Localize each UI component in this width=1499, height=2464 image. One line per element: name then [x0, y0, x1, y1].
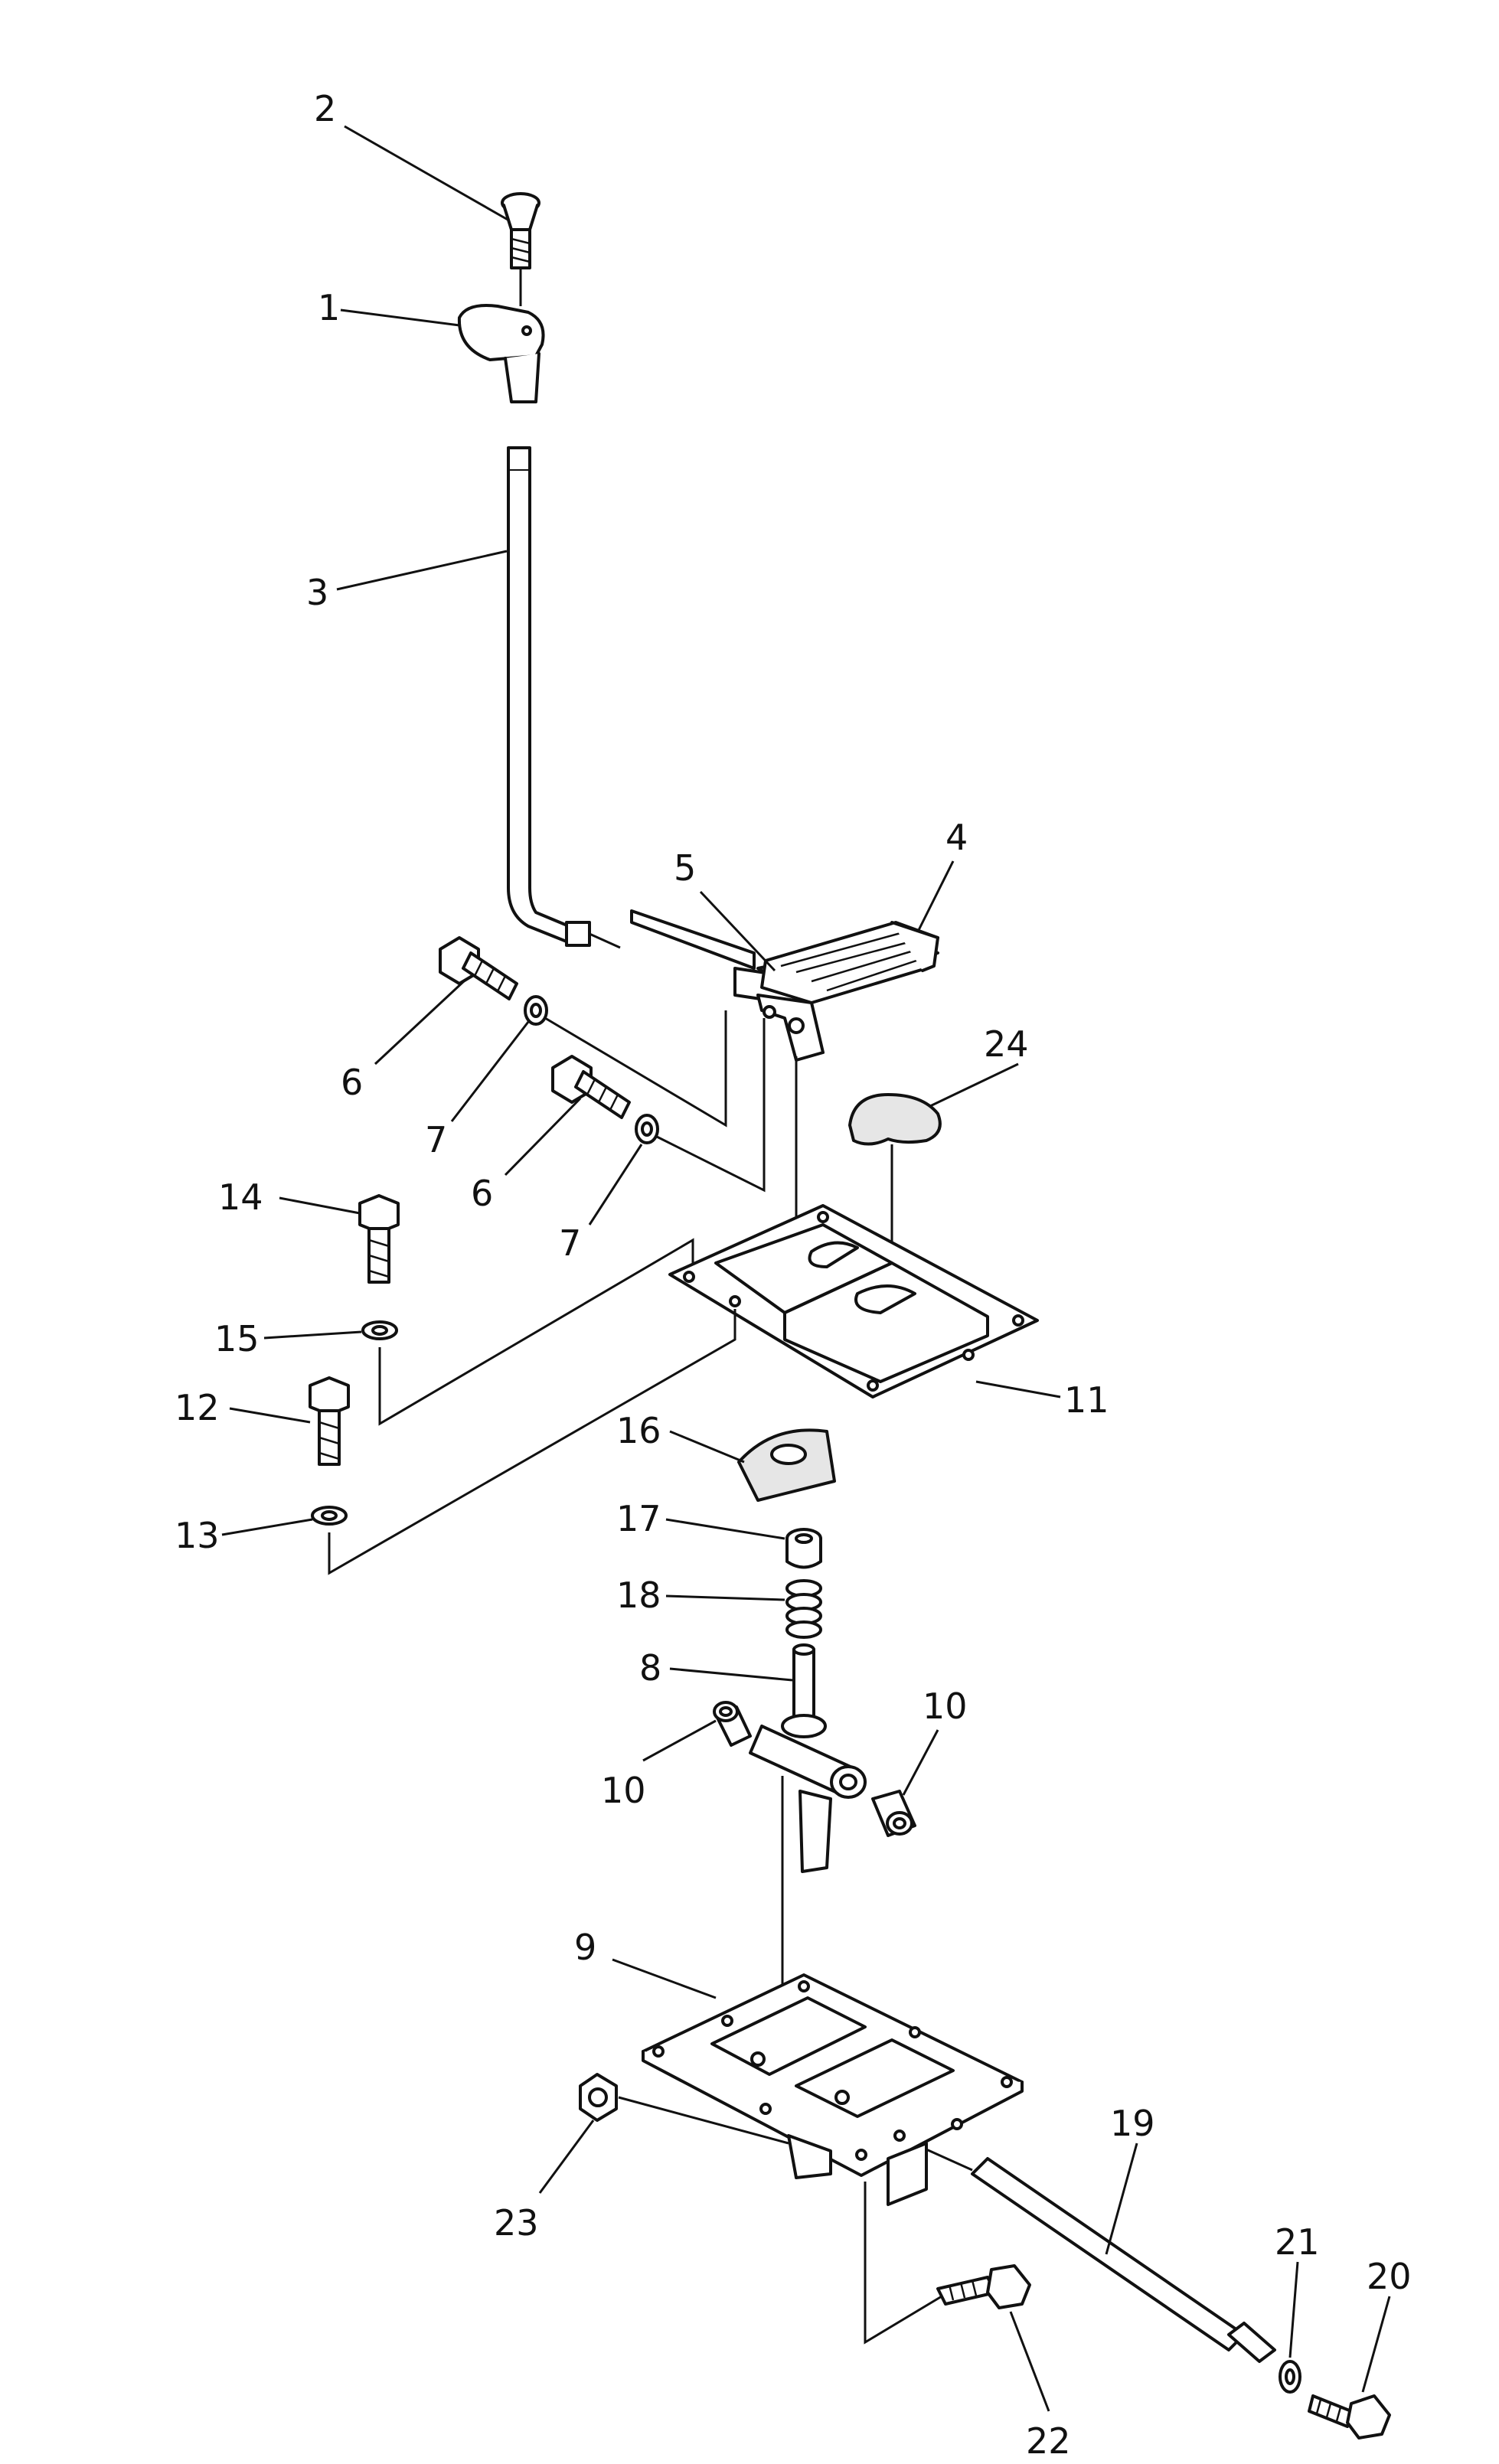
callout-19: 19 — [1110, 2103, 1155, 2144]
part-22-bolt — [864, 2182, 1031, 2345]
callout-14: 14 — [218, 1177, 263, 1218]
part-20-bolt — [1308, 2394, 1391, 2440]
callout-7a: 7 — [425, 1119, 447, 1160]
part-11-cover-plate — [668, 1204, 1039, 1398]
part-6-bolt-upper — [439, 936, 518, 1000]
callout-9: 9 — [574, 1927, 596, 1968]
callout-6b: 6 — [471, 1173, 493, 1214]
callout-6a: 6 — [341, 1062, 363, 1103]
part-10-bushing-right — [871, 1790, 916, 1837]
part-18-spring — [785, 1579, 822, 1639]
callout-labels: 2 1 3 4 5 6 7 6 7 24 14 15 12 13 11 16 1… — [175, 88, 1412, 2462]
callout-3: 3 — [306, 572, 328, 613]
part-1-knob — [457, 304, 545, 403]
callout-4: 4 — [945, 817, 968, 858]
part-3-lever-rod — [507, 446, 621, 949]
callout-1: 1 — [318, 287, 340, 328]
callout-11: 11 — [1064, 1379, 1109, 1421]
callout-16: 16 — [616, 1410, 661, 1451]
part-10-bushing-left — [713, 1701, 752, 1747]
callout-21: 21 — [1275, 2221, 1320, 2263]
part-9-base-plate — [642, 1973, 1024, 2206]
part-2-screw — [501, 192, 540, 306]
part-15-washer — [361, 1320, 398, 1340]
callout-20: 20 — [1367, 2256, 1412, 2297]
callout-5: 5 — [674, 847, 696, 889]
part-14-bolt — [358, 1194, 400, 1284]
callout-24: 24 — [984, 1023, 1029, 1065]
leader-lines — [221, 125, 1391, 2412]
part-13-washer — [311, 1506, 348, 1526]
part-17-bushing — [785, 1528, 822, 1569]
part-7-washer-upper — [524, 995, 548, 1026]
callout-22: 22 — [1026, 2420, 1071, 2462]
callout-15: 15 — [214, 1318, 260, 1359]
part-23-nut — [579, 2073, 789, 2145]
callout-8: 8 — [639, 1647, 661, 1689]
callout-2: 2 — [314, 88, 336, 129]
callout-18: 18 — [616, 1575, 661, 1616]
callout-23: 23 — [494, 2202, 539, 2244]
callout-10a: 10 — [923, 1686, 968, 1727]
part-8-shaft — [749, 1643, 867, 2059]
part-21-washer — [1279, 2360, 1301, 2394]
callout-12: 12 — [175, 1387, 220, 1428]
callout-7b: 7 — [559, 1222, 581, 1264]
callout-10b: 10 — [601, 1770, 646, 1811]
part-16-cover — [737, 1428, 836, 1502]
part-7-washer-lower — [635, 1114, 659, 1144]
part-6-bolt-lower — [551, 1055, 631, 1119]
callout-13: 13 — [175, 1515, 220, 1556]
part-19-rod — [926, 2148, 1276, 2363]
part-4-pedal-plate — [756, 921, 939, 1004]
callout-17: 17 — [616, 1498, 661, 1539]
part-12-bolt — [309, 1376, 350, 1466]
